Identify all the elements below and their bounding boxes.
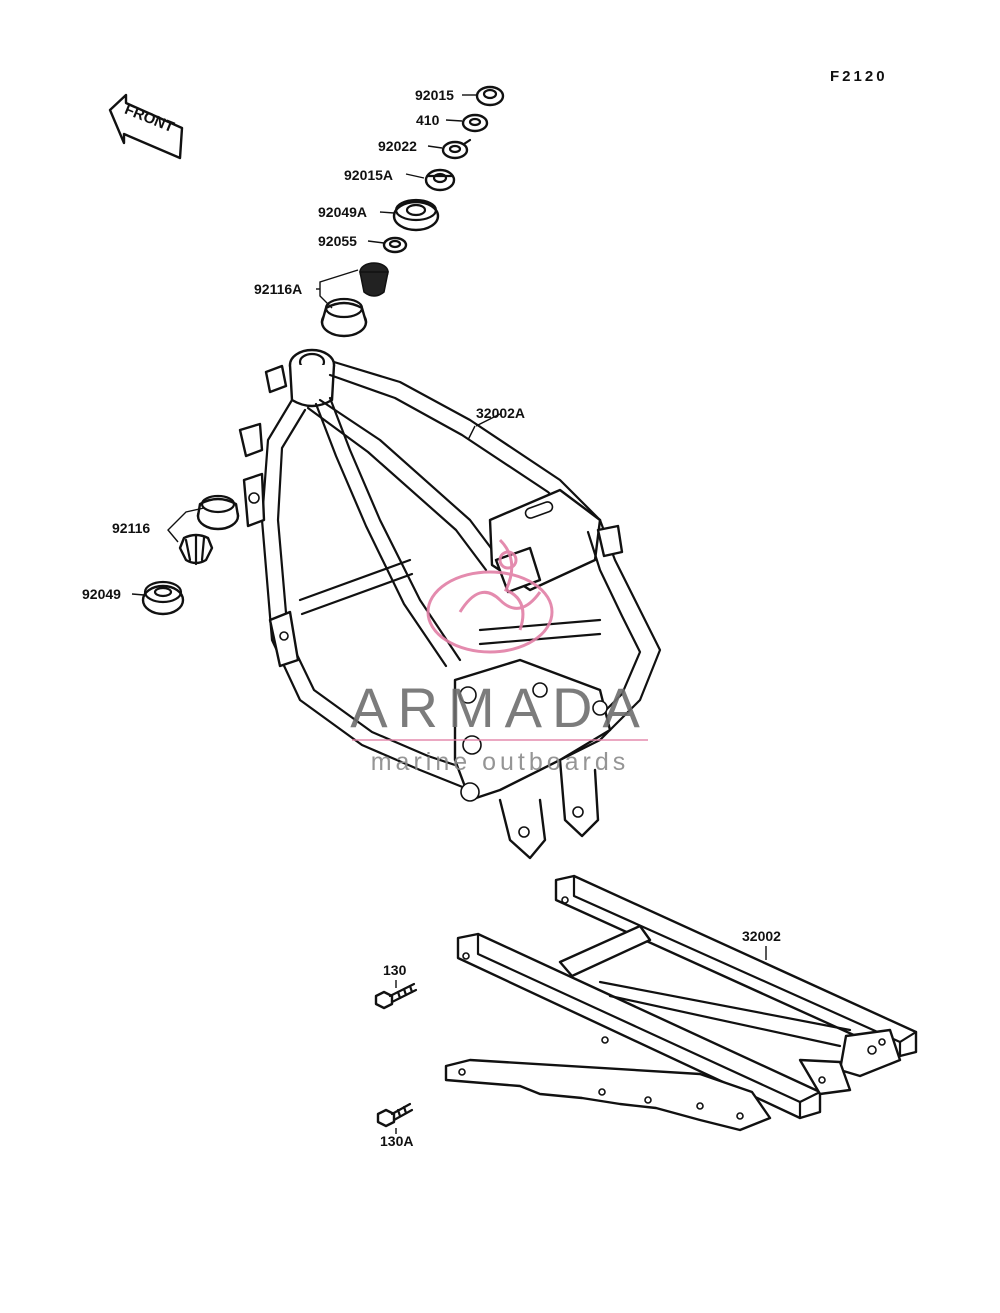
diagram-code: F2120 (830, 68, 888, 85)
label-92049: 92049 (82, 586, 121, 602)
subframe-32002 (444, 874, 918, 1132)
front-arrow-icon: FRONT (108, 93, 184, 160)
nut-92015A (424, 168, 456, 192)
watermark-logo-icon (426, 538, 554, 654)
bearing-92049 (141, 580, 185, 616)
bearing-race-92116A (320, 262, 389, 338)
bolt-130 (374, 982, 418, 1010)
label-92116A: 92116A (254, 281, 302, 297)
label-32002A: 32002A (476, 405, 525, 421)
watermark: ARMADA marine outboards (350, 538, 650, 776)
label-130A: 130A (380, 1133, 413, 1149)
watermark-brand: ARMADA (350, 676, 650, 739)
bolt-130A (376, 1102, 414, 1128)
watermark-tagline: marine outboards (371, 748, 630, 776)
washer-410 (461, 113, 489, 133)
label-92015: 92015 (415, 87, 454, 103)
nut-92015 (475, 85, 505, 107)
lockwasher-92022 (441, 138, 472, 160)
seal-92055 (382, 236, 408, 254)
main-frame-32002A (238, 348, 662, 860)
label-92022: 92022 (378, 138, 417, 154)
label-92049A: 92049A (318, 204, 367, 220)
bearing-race-92116 (178, 494, 240, 566)
label-32002: 32002 (742, 928, 781, 944)
label-92055: 92055 (318, 233, 357, 249)
bearing-92049A (392, 198, 440, 232)
label-92015A: 92015A (344, 167, 393, 183)
label-410: 410 (416, 112, 440, 128)
label-130: 130 (383, 962, 407, 978)
label-92116: 92116 (112, 520, 150, 536)
